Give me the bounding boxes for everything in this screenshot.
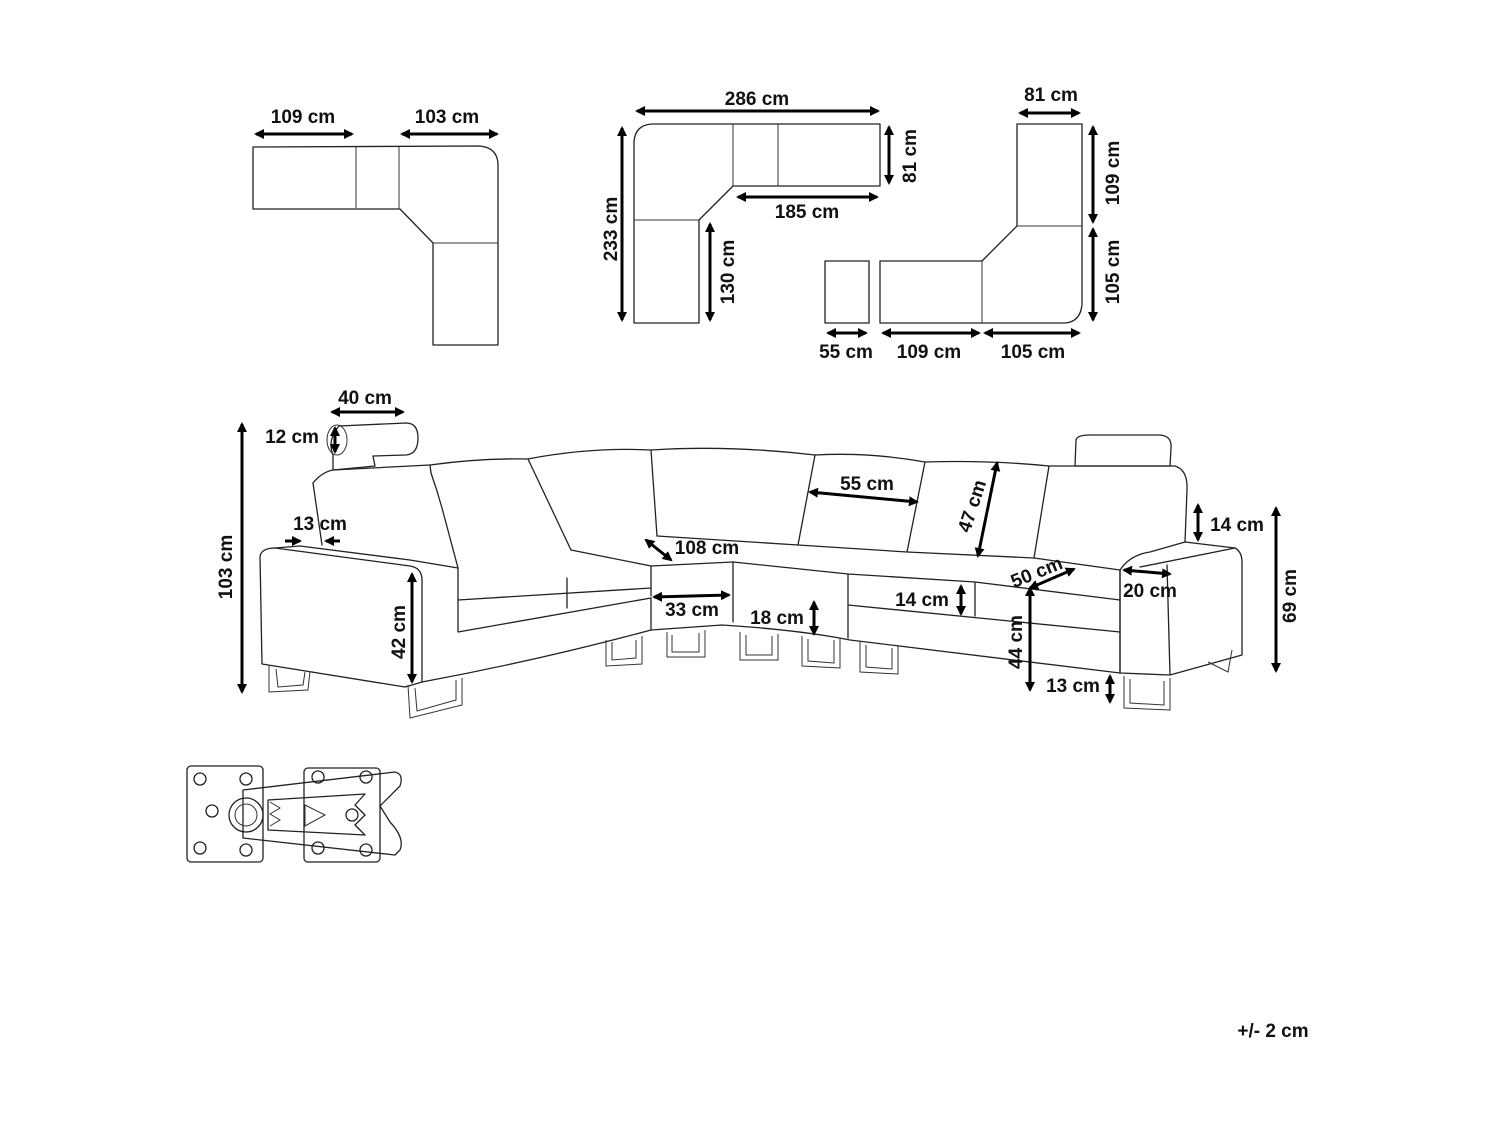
top-view-3: 81 cm 109 cm 105 cm 55 cm 109 cm 105 cm bbox=[819, 85, 1124, 363]
dim-left-width: 109 cm bbox=[271, 107, 335, 128]
dim-top-width: 81 cm bbox=[1024, 85, 1078, 106]
dim-right-width: 103 cm bbox=[415, 107, 479, 128]
dim-total-height: 103 cm bbox=[216, 535, 237, 599]
dim-headrest-width: 40 cm bbox=[338, 388, 392, 409]
dim-total-depth: 233 cm bbox=[601, 197, 622, 261]
sofa-perspective: 40 cm 12 cm 103 cm 13 cm 42 cm 108 cm 33… bbox=[216, 388, 1301, 719]
right-headrest bbox=[1074, 434, 1172, 467]
tolerance-note: +/- 2 cm bbox=[1237, 1021, 1308, 1042]
dim-arm-width: 20 cm bbox=[1123, 581, 1177, 602]
top-view-2: 286 cm 233 cm 81 cm 185 cm 130 cm bbox=[601, 89, 921, 324]
right-armrest bbox=[1119, 541, 1243, 676]
dim-corner-seat-width: 108 cm bbox=[675, 538, 739, 559]
dim-cushion-thickness: 14 cm bbox=[895, 590, 949, 611]
dim-inner-width: 185 cm bbox=[775, 202, 839, 223]
sofa-legs bbox=[268, 630, 1233, 719]
dim-gap: 13 cm bbox=[293, 514, 347, 535]
top-view-3-outline bbox=[879, 123, 1083, 324]
dim-arm-total-height: 69 cm bbox=[1280, 569, 1301, 623]
dim-lower-depth: 105 cm bbox=[1103, 240, 1124, 304]
dim-headrest-top-height: 14 cm bbox=[1210, 515, 1264, 536]
dim-armrest-height: 42 cm bbox=[389, 605, 410, 659]
ottoman-outline bbox=[824, 260, 870, 324]
top-view-1: 109 cm 103 cm bbox=[252, 107, 499, 346]
dim-total-width: 286 cm bbox=[725, 89, 789, 110]
dim-corner-width: 105 cm bbox=[1001, 342, 1065, 363]
clamp-connector-icon bbox=[186, 765, 402, 863]
top-view-1-outline bbox=[252, 145, 499, 346]
dim-headrest-height: 12 cm bbox=[265, 427, 319, 448]
dim-upper-depth: 109 cm bbox=[1103, 141, 1124, 205]
dim-leg-height: 13 cm bbox=[1046, 676, 1100, 697]
dim-seat-height: 44 cm bbox=[1006, 615, 1027, 669]
dim-back-height: 47 cm bbox=[954, 477, 991, 535]
dim-seat-front-height: 18 cm bbox=[750, 608, 804, 629]
top-view-2-outline bbox=[633, 123, 881, 324]
dim-side-depth: 81 cm bbox=[900, 129, 921, 183]
dim-inner-depth: 130 cm bbox=[718, 240, 739, 304]
dim-corner-depth: 33 cm bbox=[665, 600, 719, 621]
left-armrest bbox=[259, 547, 423, 688]
dim-back-cushion-width: 55 cm bbox=[840, 474, 894, 495]
dim-middle-width: 109 cm bbox=[897, 342, 961, 363]
dim-ottoman-width: 55 cm bbox=[819, 342, 873, 363]
